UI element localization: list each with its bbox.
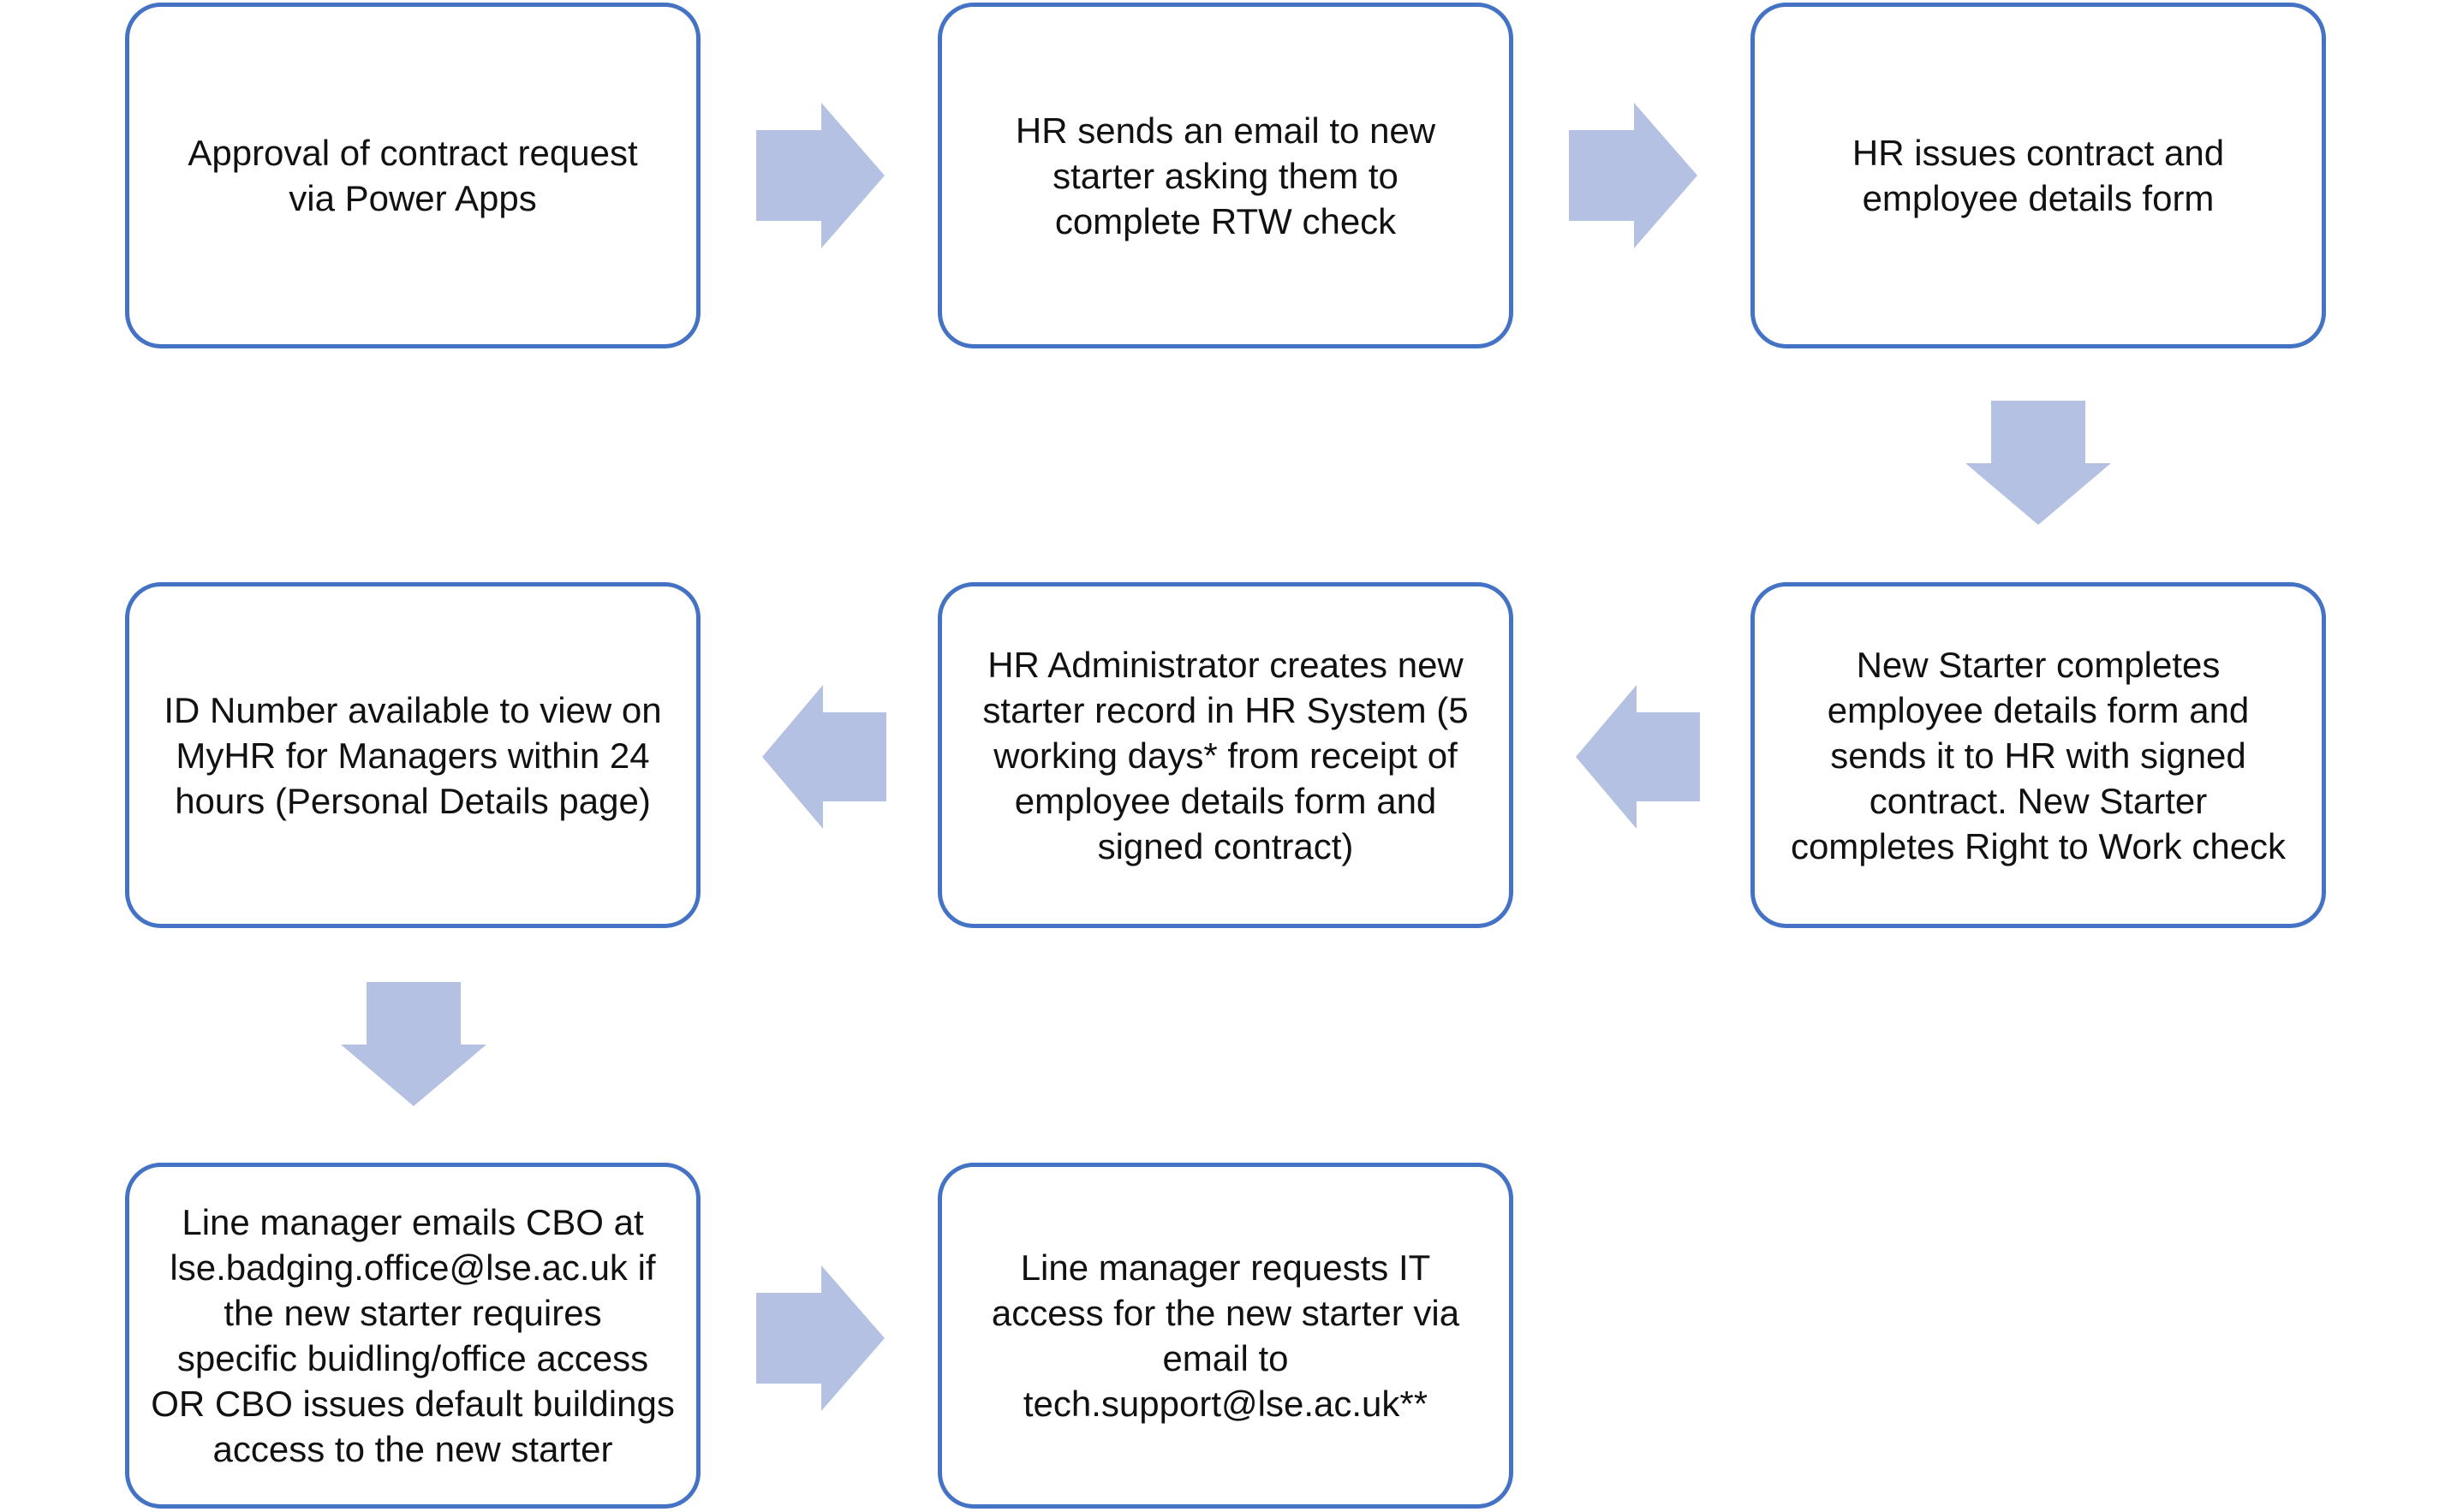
arrow-7-shape (756, 1265, 885, 1411)
step-1-box: Approval of contract request via Power A… (125, 3, 701, 348)
step-6-text: ID Number available to view on MyHR for … (164, 689, 662, 821)
step-2-text: HR sends an email to new starter asking … (1015, 110, 1436, 241)
step-7-box: Line manager emails CBO at lse.badging.o… (125, 1163, 701, 1509)
step-8-text: Line manager requests IT access for the … (991, 1247, 1460, 1424)
arrow-2-shape (1569, 103, 1697, 248)
arrow-right-icon (1569, 103, 1697, 248)
step-1-text: Approval of contract request via Power A… (188, 133, 638, 218)
arrow-5-shape (762, 685, 886, 829)
arrow-left-icon (1576, 685, 1700, 829)
arrow-down-icon (341, 982, 486, 1106)
step-2-box: HR sends an email to new starter asking … (938, 3, 1513, 348)
step-6-box: ID Number available to view on MyHR for … (125, 582, 701, 928)
arrow-right-icon (756, 1265, 885, 1411)
step-5-text: HR Administrator creates new starter rec… (982, 644, 1469, 866)
step-8-box: Line manager requests IT access for the … (938, 1163, 1513, 1509)
arrow-4-shape (1576, 685, 1700, 829)
step-3-box: HR issues contract and employee details … (1750, 3, 2326, 348)
step-4-text: New Starter completes employee details f… (1790, 644, 2287, 866)
arrow-right-icon (756, 103, 885, 248)
arrow-1-shape (756, 103, 885, 248)
arrow-down-icon (1965, 401, 2111, 525)
step-4-box: New Starter completes employee details f… (1750, 582, 2326, 928)
step-5-box: HR Administrator creates new starter rec… (938, 582, 1513, 928)
arrow-6-shape (341, 982, 486, 1106)
step-3-text: HR issues contract and employee details … (1852, 133, 2225, 218)
step-7-text: Line manager emails CBO at lse.badging.o… (151, 1202, 675, 1469)
arrow-3-shape (1965, 401, 2111, 525)
arrow-left-icon (762, 685, 886, 829)
